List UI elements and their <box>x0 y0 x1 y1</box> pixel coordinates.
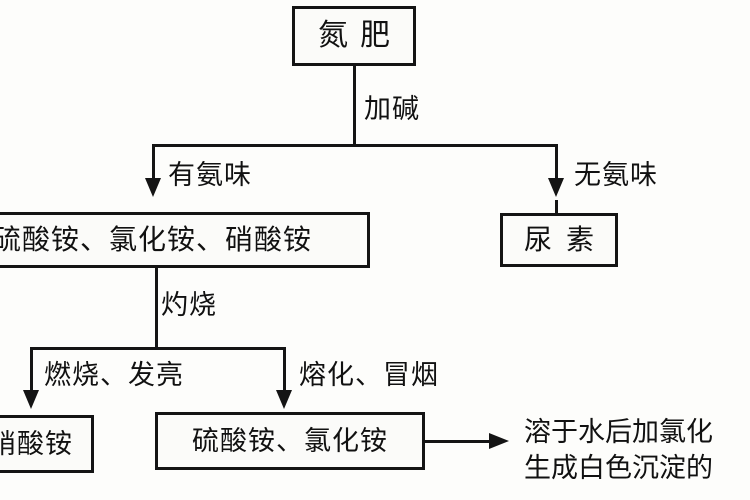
edge-label-add-alkali: 加碱 <box>364 94 420 125</box>
node-urea: 尿素 <box>500 213 618 267</box>
connector-split-bar-top <box>152 144 558 147</box>
edge-label-no-ammonia-smell: 无氨味 <box>574 160 658 191</box>
connector-fertilizer-to-split <box>353 66 356 146</box>
node-sulfate-and-chloride: 硫酸铵、氯化铵 <box>155 412 425 470</box>
connector-burn-branch-stem <box>30 347 33 395</box>
connector-ammonium-to-split <box>155 268 158 349</box>
connector-right-branch-stem <box>555 144 558 184</box>
arrowhead-left-branch <box>145 178 161 197</box>
result-note-line-1: 溶于水后加氯化 <box>524 417 713 448</box>
connector-split-bar-bottom <box>30 347 286 350</box>
edge-label-melt-and-smoke: 熔化、冒烟 <box>299 360 439 391</box>
connector-melt-branch-stem <box>283 347 286 395</box>
node-urea-label: 尿素 <box>523 223 608 256</box>
arrowhead-burn-branch <box>23 390 39 409</box>
edge-label-ignite: 灼烧 <box>161 290 217 321</box>
node-ammonium-salts: 硫酸铵、氯化铵、硝酸铵 <box>0 212 370 268</box>
node-nitrogen-fertilizer-label: 氮肥 <box>318 18 402 53</box>
edge-label-has-ammonia-smell: 有氨味 <box>168 160 252 191</box>
result-note: 溶于水后加氯化 生成白色沉淀的 <box>524 415 750 486</box>
edge-label-burn-and-glow: 燃烧、发亮 <box>44 360 184 391</box>
node-ammonium-salts-label: 硫酸铵、氯化铵、硝酸铵 <box>0 223 313 256</box>
arrowhead-result-note <box>489 433 509 449</box>
node-ammonium-nitrate-label: 硝酸铵 <box>0 428 73 460</box>
connector-to-result-note <box>425 440 493 443</box>
node-sulfate-and-chloride-label: 硫酸铵、氯化铵 <box>192 425 388 457</box>
result-note-line-2: 生成白色沉淀的 <box>524 452 713 484</box>
arrowhead-melt-branch <box>276 390 292 409</box>
node-nitrogen-fertilizer: 氮肥 <box>292 6 416 66</box>
arrowhead-right-branch <box>548 178 564 197</box>
connector-left-branch-stem <box>152 144 155 184</box>
node-ammonium-nitrate: 硝酸铵 <box>0 415 94 473</box>
connector-to-urea <box>555 200 558 214</box>
